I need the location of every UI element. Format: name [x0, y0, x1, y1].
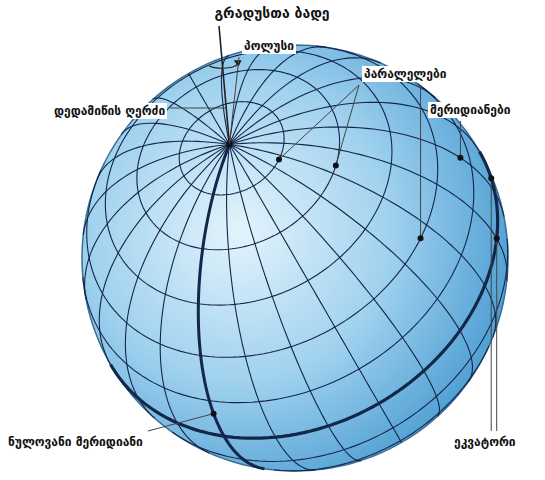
- earth-axis: [209, 26, 237, 148]
- parallel: [162, 83, 301, 213]
- marker-dot: [457, 155, 463, 161]
- meridian: [229, 91, 484, 426]
- leader-line: [496, 238, 497, 431]
- leader-line: [460, 121, 461, 158]
- marker-dot: [211, 411, 217, 417]
- leader-line: [336, 85, 359, 166]
- meridian: [229, 38, 479, 258]
- leader-line: [279, 85, 359, 159]
- leader-line: [420, 85, 421, 238]
- meridian: [229, 117, 447, 439]
- parallel: [49, 16, 495, 419]
- prime-meridian: [99, 144, 379, 478]
- parallel: [72, 78, 537, 472]
- label: დედამიწის ღერძი: [52, 103, 167, 119]
- meridian: [137, 144, 392, 479]
- marker-dot: [488, 175, 494, 181]
- meridian: [229, 144, 401, 442]
- marker-dot: [276, 156, 282, 162]
- rotation-arrow: [209, 61, 237, 68]
- title: გრადუსთა ბადე: [214, 4, 329, 22]
- meridian: [45, 144, 295, 364]
- sphere: [4, 0, 545, 480]
- leader-line: [491, 178, 492, 431]
- leader-line: [170, 108, 226, 109]
- globe: [4, 0, 545, 480]
- parallel: [104, 34, 372, 286]
- meridian: [229, 52, 517, 367]
- label: მერიდიანები: [428, 102, 513, 118]
- meridian: [207, 39, 344, 145]
- label: პოლუსი: [242, 38, 296, 54]
- parallel: [59, 0, 439, 356]
- marker-dot: [333, 163, 339, 169]
- marker-dot: [494, 235, 500, 241]
- meridian: [51, 144, 329, 420]
- marker-dot: [418, 235, 424, 241]
- meridian: [229, 42, 507, 318]
- meridian: [197, 44, 306, 144]
- label: პარალელები: [362, 66, 448, 82]
- axis-line: [219, 26, 229, 144]
- meridian: [51, 138, 260, 299]
- equator-line: [111, 152, 545, 480]
- leader-line: [148, 414, 214, 431]
- parallel: [274, 346, 508, 480]
- meridian: [229, 69, 509, 403]
- label: ნულოვანი მერიდიანი: [6, 434, 145, 450]
- leader-line: [229, 57, 239, 144]
- meridian: [191, 55, 268, 144]
- label: ეკვატორი: [452, 434, 518, 450]
